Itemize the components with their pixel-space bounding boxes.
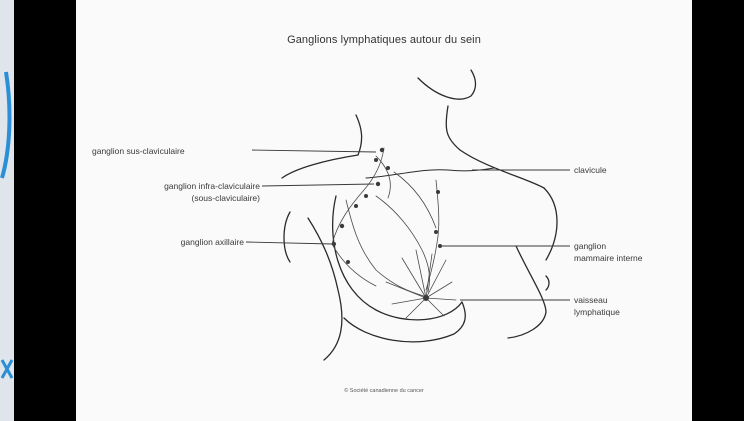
left-black-bar [14,0,76,421]
lymph-node [380,148,384,152]
neck-line-left [356,115,362,155]
left-arm-outline [284,212,290,262]
label-axillaire: ganglion axillaire [92,237,244,247]
lymph-vessel [402,258,426,298]
right-black-bar [692,0,744,421]
lymph-vessel [436,180,439,236]
decorative-accent-shape [0,70,14,180]
lymph-node [436,190,440,194]
lymph-node [354,204,358,208]
leader-line-sus-claviculaire [252,150,376,152]
lymph-vessel [426,298,444,316]
neck-line-right [446,106,544,188]
leader-line-axillaire [246,242,332,244]
lymph-vessel [416,250,426,298]
label-sus-claviculaire: ganglion sus-claviculaire [92,146,185,156]
lymph-vessel [346,200,424,296]
lymph-node [346,260,350,264]
lymph-vessel [394,172,436,228]
label-infra-claviculaire: ganglion infra-claviculaire [82,181,260,191]
right-side-outline [544,188,557,260]
leader-line-infra-claviculaire [262,184,374,186]
label-vaisseau-sub: lymphatique [574,307,620,317]
lymph-node [438,244,442,248]
right-nipple [546,276,549,290]
lymph-node [423,295,429,301]
clavicle-line [366,168,494,178]
lymph-node [364,194,368,198]
label-vaisseau: vaisseau [574,295,608,305]
chin-outline [418,70,476,99]
lymph-node [374,158,378,162]
lymph-node [386,166,390,170]
left-shoulder-outline [282,155,358,178]
lymph-node [340,224,344,228]
breast-lymph-node-illustration [76,0,692,421]
lymph-vessel [426,298,456,300]
lymph-vessel [426,254,432,298]
copyright-credit: © Société canadienne du cancer [76,388,692,394]
lymph-node [332,242,336,246]
label-infra-claviculaire-sub: (sous-claviculaire) [82,193,260,203]
label-mammaire: ganglion [574,241,606,251]
lymph-vessel [386,282,426,298]
left-side-outline [308,218,342,360]
lymph-node [434,230,438,234]
label-clavicule: clavicule [574,165,607,175]
lymph-node [376,182,380,186]
breast-lower-outline [344,302,465,342]
label-mammaire-sub: mammaire interne [574,253,643,263]
slide-image: Ganglions lymphatiques autour du sein [76,0,692,421]
close-icon[interactable] [0,356,14,382]
right-breast-outline [508,246,546,338]
